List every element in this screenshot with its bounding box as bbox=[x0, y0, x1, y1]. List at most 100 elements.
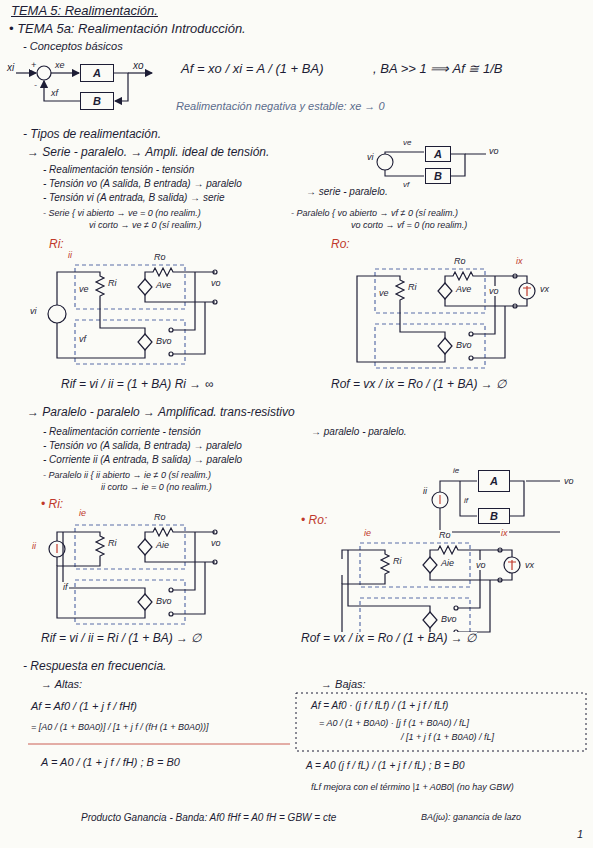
note-text: vf bbox=[402, 180, 410, 189]
note-text: = A0 / (1 + B0A0) · [j f (1 + B0A0) / fL… bbox=[318, 718, 470, 728]
block-box: A bbox=[425, 146, 451, 162]
note-text: vo corto → vf = 0 (no realim.) bbox=[350, 220, 468, 230]
note-text: vo bbox=[210, 278, 222, 288]
note-text: Ro: bbox=[330, 238, 351, 252]
note-text: ii bbox=[422, 486, 428, 496]
note-text: vi corto → ve ≠ 0 (sí realim.) bbox=[88, 220, 202, 230]
note-text: Aie bbox=[440, 558, 455, 568]
note-text: Ri: bbox=[48, 238, 65, 252]
note-text: Af = Af0 / (1 + j f / fHf) bbox=[30, 700, 138, 713]
note-text: Rof = vx / ix = Ro / (1 + BA) → ∅ bbox=[300, 632, 477, 646]
block-label: A bbox=[93, 67, 101, 79]
note-text: vi bbox=[29, 306, 38, 316]
note-text: Ro bbox=[153, 252, 167, 262]
block-box: B bbox=[80, 92, 114, 110]
block-label: A bbox=[434, 148, 442, 160]
note-text: 1 bbox=[576, 828, 584, 841]
note-text: ie bbox=[363, 528, 372, 538]
page-title: TEMA 5: Realimentación. bbox=[10, 4, 159, 19]
note-text: Aie bbox=[155, 540, 170, 550]
note-text: Ri bbox=[407, 282, 418, 292]
note-text: vi bbox=[366, 152, 375, 162]
note-text: - Respuesta en frecuencia. bbox=[22, 660, 167, 674]
note-text: Bvo bbox=[155, 336, 173, 346]
note-text: Producto Ganancia - Banda: Af0 fHf = A0 … bbox=[80, 812, 337, 824]
note-text: Ave bbox=[455, 284, 472, 294]
note-text: vo bbox=[210, 538, 222, 548]
note-text: Ri bbox=[392, 556, 403, 566]
note-text: Realimentación negativa y estable: xe → … bbox=[175, 100, 386, 113]
note-text: vo bbox=[488, 286, 500, 296]
note-text: - Realimentación corriente - tensión bbox=[42, 426, 202, 438]
note-text: xf bbox=[50, 88, 59, 98]
block-label: B bbox=[434, 170, 442, 182]
note-text: → Serie - paralelo. → Ampli. ideal de te… bbox=[26, 146, 270, 160]
note-text: ie bbox=[78, 508, 87, 518]
note-text: - Realimentación tensión - tensión bbox=[42, 164, 195, 176]
note-text: xi bbox=[6, 62, 15, 74]
note-text: Bvo bbox=[155, 596, 173, 606]
note-text: - Serie { vi abierto → ve = 0 (no realim… bbox=[42, 208, 202, 218]
feedback-wire bbox=[451, 154, 465, 176]
note-text: → Bajas: bbox=[320, 678, 367, 691]
block-box: A bbox=[478, 470, 510, 492]
note-text: Bvo bbox=[440, 614, 458, 624]
note-text: vo bbox=[563, 476, 575, 486]
note-text: • TEMA 5a: Realimentación Introducción. bbox=[8, 22, 247, 37]
note-text: • Ri: bbox=[40, 498, 64, 512]
note-text: - Tipos de realimentación. bbox=[22, 128, 162, 142]
note-text: - Corriente ii (A entrada, B salida) → p… bbox=[42, 454, 243, 466]
note-text: Ro bbox=[153, 512, 167, 522]
note-text: Rif = vi / ii = (1 + BA) Ri → ∞ bbox=[60, 378, 214, 392]
note-text: Af = Af0 · (j f / fLf) / (1 + j f / fLf) bbox=[310, 700, 449, 712]
note-text: xe bbox=[54, 60, 66, 70]
note-text: Af = xo / xi = A / (1 + BA) bbox=[180, 62, 324, 77]
note-text: - Conceptos básicos bbox=[22, 40, 124, 53]
note-text: + bbox=[30, 60, 37, 70]
note-text: ve bbox=[402, 138, 412, 147]
note-text: ii corto → ie = 0 (no realim.) bbox=[100, 482, 213, 492]
note-text: Ri bbox=[107, 278, 118, 288]
note-text: - bbox=[33, 80, 38, 90]
note-text: Ro bbox=[453, 256, 467, 266]
note-text: - Paralelo ii { ii abierto → ie ≠ 0 (sí … bbox=[42, 470, 212, 480]
note-text: • Ro: bbox=[300, 514, 328, 528]
note-text: ii bbox=[31, 541, 37, 551]
note-text: Ave bbox=[155, 280, 172, 290]
note-text: vx bbox=[539, 284, 550, 294]
note-text: Ri bbox=[107, 538, 118, 548]
note-text: → paralelo - paralelo. bbox=[310, 426, 408, 438]
note-text: A = A0 (j f / fL) / (1 + j f / fL) ; B =… bbox=[305, 760, 466, 772]
note-text: - Tensión vo (A salida, B entrada) → par… bbox=[42, 178, 243, 190]
note-text: → Paralelo - paralelo → Amplificad. tran… bbox=[26, 406, 296, 420]
note-text: ix bbox=[515, 256, 524, 266]
note-text: A = A0 / (1 + j f / fH) ; B = B0 bbox=[40, 756, 181, 769]
note-text: if bbox=[62, 582, 69, 592]
note-text: xo bbox=[132, 60, 145, 72]
note-text: if bbox=[463, 496, 469, 505]
note-text: ii bbox=[67, 250, 73, 260]
note-text: ve bbox=[378, 288, 390, 298]
feedback-wire bbox=[114, 73, 128, 101]
block-label: A bbox=[490, 475, 498, 487]
note-text: = [A0 / (1 + B0A0)] / [1 + j f / (fH (1 … bbox=[30, 722, 210, 732]
note-text: - Paralelo { vo abierto → vf ≠ 0 (sí rea… bbox=[290, 208, 459, 218]
note-text: vo bbox=[475, 560, 487, 570]
note-text: - Tensión vi (A entrada, B salida) → ser… bbox=[42, 192, 226, 204]
note-text: vx bbox=[524, 560, 535, 570]
note-text: - Tensión vo (A salida, B entrada) → par… bbox=[42, 440, 243, 452]
note-text: ie bbox=[452, 466, 460, 475]
note-text: fLf mejora con el término |1 + A0B0| (no… bbox=[310, 782, 515, 792]
feedback-wire bbox=[510, 481, 524, 516]
block-box: B bbox=[478, 508, 510, 524]
block-label: B bbox=[93, 95, 101, 107]
block-box: A bbox=[80, 64, 114, 82]
note-text: → serie - paralelo. bbox=[305, 186, 389, 198]
note-text: ve bbox=[78, 284, 90, 294]
note-text: Ro bbox=[438, 530, 452, 540]
note-text: ix bbox=[500, 528, 509, 538]
note-text: , BA >> 1 ⟹ Af ≅ 1/B bbox=[372, 62, 503, 77]
note-text: / [1 + j f (1 + B0A0) / fL] bbox=[400, 732, 495, 742]
note-text: → Altas: bbox=[40, 678, 83, 691]
